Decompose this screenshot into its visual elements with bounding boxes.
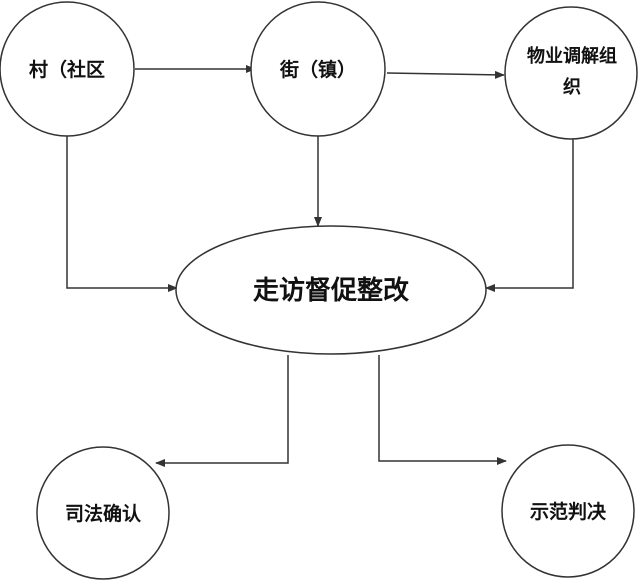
node-demo-label: 示范判决 xyxy=(530,500,607,523)
node-village-shape xyxy=(0,1,135,137)
node-judicial: 司法确认 xyxy=(36,446,170,580)
node-center-label: 走访督促整改 xyxy=(253,275,409,306)
edge-property-to-center xyxy=(485,136,574,292)
node-street: 街（镇） xyxy=(250,1,386,137)
edge-center-to-demo xyxy=(378,355,507,465)
node-property-label-line1: 物业调解组 xyxy=(527,45,617,67)
connectors xyxy=(66,65,574,467)
node-judicial-shape xyxy=(36,446,170,580)
node-center-shape xyxy=(175,225,487,355)
node-village: 村（社区 xyxy=(0,1,135,137)
node-property-shape xyxy=(504,6,638,140)
node-village-label: 村（社区 xyxy=(29,58,105,81)
node-demo-shape xyxy=(501,444,635,578)
edge-street-to-property xyxy=(386,70,505,79)
node-property-label-line2: 织 xyxy=(563,76,581,98)
node-demo: 示范判决 xyxy=(501,444,635,578)
node-judicial-label: 司法确认 xyxy=(65,502,141,525)
node-street-shape xyxy=(250,1,386,137)
node-street-label: 街（镇） xyxy=(279,58,356,81)
node-center: 走访督促整改 xyxy=(175,225,487,355)
node-property: 物业调解组 织 xyxy=(504,6,638,140)
edge-center-to-judicial xyxy=(155,355,289,467)
edge-village-to-center xyxy=(66,136,178,292)
